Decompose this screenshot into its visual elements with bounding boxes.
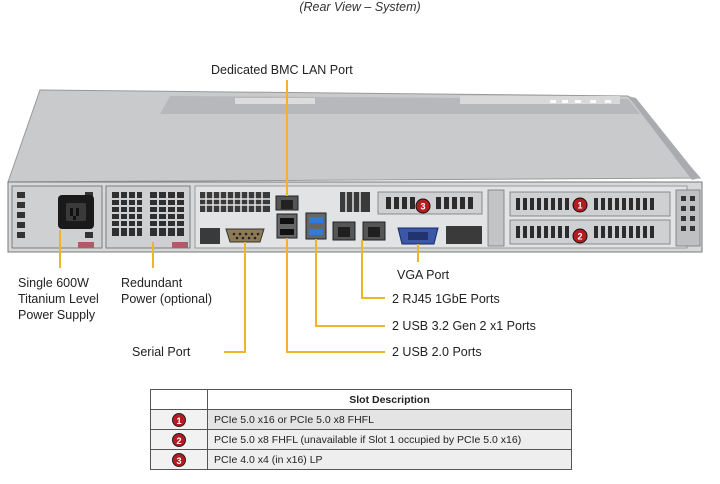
leader-usb32 — [315, 239, 385, 327]
label-psu-line2: Titanium Level — [18, 292, 99, 306]
table-cell-num: 1 — [150, 409, 208, 430]
table-header-row: Slot Description — [150, 389, 572, 410]
slot-badge-3-number: 3 — [420, 202, 425, 212]
slot-badge-3-icon: 3 — [415, 198, 431, 214]
slot-badge-2-icon: 2 — [572, 228, 588, 244]
table-header-desc: Slot Description — [207, 389, 572, 410]
slot-number-badge-icon: 1 — [172, 412, 186, 427]
slot-number-badge-icon: 3 — [172, 452, 186, 467]
label-usb20-ports: 2 USB 2.0 Ports — [392, 345, 482, 359]
slot-description-table: Slot Description 1 PCIe 5.0 x16 or PCIe … — [150, 389, 572, 470]
slot-badge-1-number: 1 — [577, 201, 582, 211]
label-redundant-line2: Power (optional) — [121, 292, 213, 306]
table-cell-num: 3 — [150, 449, 208, 470]
label-psu-line1: Single 600W — [18, 276, 89, 290]
label-rj45-ports: 2 RJ45 1GbE Ports — [392, 292, 500, 306]
slot-3 — [377, 191, 483, 215]
server-rear-illustration: 1 2 3 — [7, 80, 703, 353]
label-vga-port: VGA Port — [397, 268, 450, 282]
usb32-ports — [305, 212, 327, 240]
leader-usb20 — [286, 238, 385, 353]
slot-badge-1-icon: 1 — [572, 197, 588, 213]
label-bmc-port: Dedicated BMC LAN Port — [211, 63, 353, 77]
table-row: 2 PCIe 5.0 x8 FHFL (unavailable if Slot … — [150, 429, 572, 450]
slot-number-badge-icon: 2 — [172, 432, 186, 447]
leader-rj45 — [361, 240, 385, 299]
label-serial-port: Serial Port — [132, 345, 191, 359]
table-row: 1 PCIe 5.0 x16 or PCIe 5.0 x8 FHFL — [150, 409, 572, 430]
table-cell-desc: PCIe 5.0 x16 or PCIe 5.0 x8 FHFL — [207, 409, 572, 430]
slot-badge-2-number: 2 — [577, 232, 582, 242]
leader-serial — [224, 242, 246, 353]
label-psu-line3: Power Supply — [18, 308, 96, 322]
table-row: 3 PCIe 4.0 x4 (in x16) LP — [150, 449, 572, 470]
table-cell-desc: PCIe 4.0 x4 (in x16) LP — [207, 449, 572, 470]
table-header-num — [150, 389, 208, 410]
table-cell-desc: PCIe 5.0 x8 FHFL (unavailable if Slot 1 … — [207, 429, 572, 450]
table-cell-num: 2 — [150, 429, 208, 450]
label-redundant-line1: Redundant — [121, 276, 183, 290]
serial-port — [225, 228, 265, 243]
diagram-caption: (Rear View – System) — [299, 0, 421, 14]
label-usb32-ports: 2 USB 3.2 Gen 2 x1 Ports — [392, 319, 536, 333]
